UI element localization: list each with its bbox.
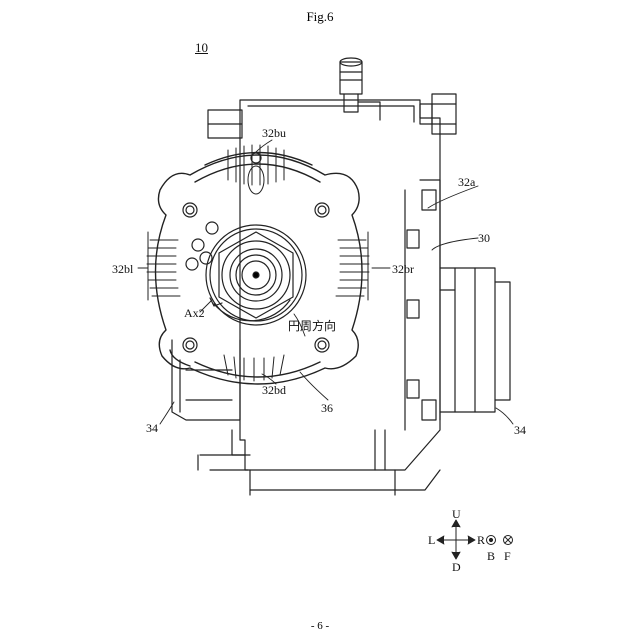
label-32bu: 32bu <box>262 127 286 139</box>
label-34-left: 34 <box>146 422 158 434</box>
fins-32br <box>336 232 369 300</box>
label-32br: 32br <box>392 263 414 275</box>
label-ax2: Ax2 <box>184 307 205 319</box>
top-fitting <box>340 58 380 120</box>
label-circumferential-direction: 円周方向 <box>288 320 336 332</box>
direction-indicator <box>437 520 513 559</box>
side-plate <box>405 180 440 430</box>
left-device-34 <box>172 340 240 420</box>
label-32bl: 32bl <box>112 263 133 275</box>
label-34-right: 34 <box>514 424 526 436</box>
direction-right: R <box>477 534 485 546</box>
fins-32bd <box>224 355 284 381</box>
direction-down: D <box>452 561 461 573</box>
label-32a: 32a <box>458 176 475 188</box>
direction-up: U <box>452 508 461 520</box>
left-bracket <box>208 110 242 138</box>
label-36: 36 <box>321 402 333 414</box>
top-right-bolt <box>420 94 456 134</box>
direction-front: F <box>504 550 511 562</box>
label-30: 30 <box>478 232 490 244</box>
leader-lines <box>138 140 513 424</box>
flange-36 <box>156 153 363 385</box>
label-32bd: 32bd <box>262 384 286 396</box>
direction-back: B <box>487 550 495 562</box>
direction-left: L <box>428 534 435 546</box>
fins-32bl <box>147 232 180 300</box>
housing-30 <box>198 100 440 495</box>
right-device-34 <box>440 268 510 412</box>
page-number: - 6 - <box>0 620 640 632</box>
